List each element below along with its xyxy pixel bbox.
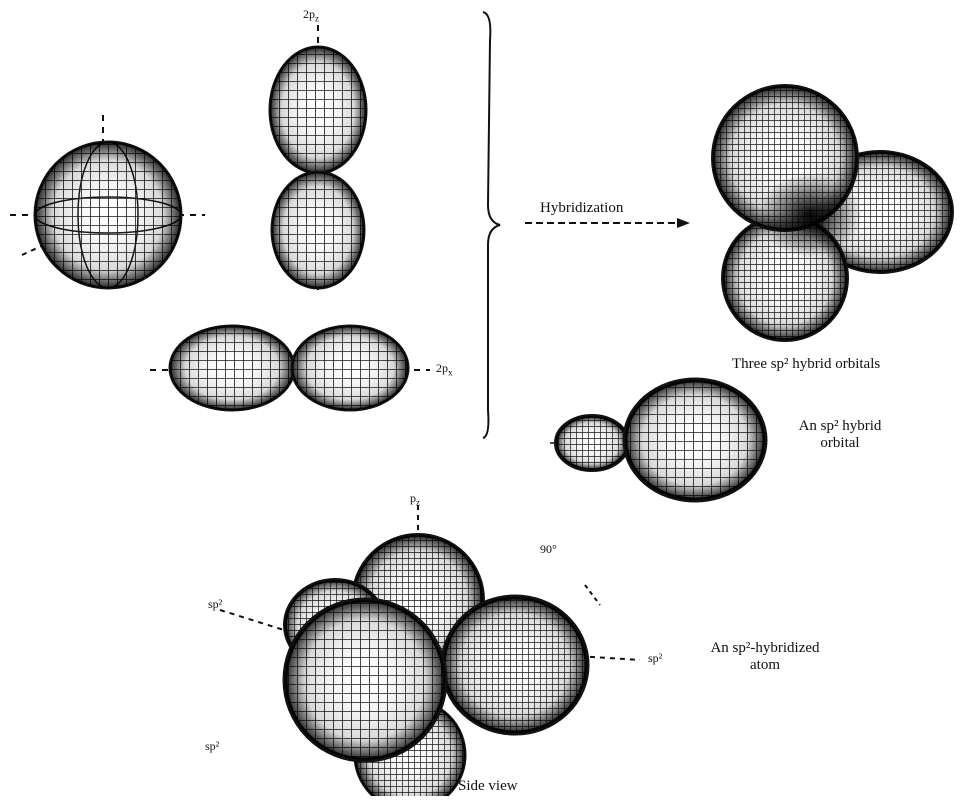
label-2pz: 2pz	[303, 7, 319, 24]
px-orbital	[150, 324, 430, 412]
hybridized-atom-caption-line2: atom	[750, 657, 780, 674]
pz-orbital	[268, 25, 368, 290]
single-sp2-caption: An sp² hybrid orbital	[785, 418, 895, 453]
single-sp2-orbital	[550, 377, 770, 503]
label-sp2-lower: sp²	[205, 739, 220, 753]
single-sp2-caption-line2: orbital	[820, 435, 860, 452]
sp2-hybridized-atom	[219, 505, 641, 800]
hybridized-atom-caption: An sp²-hybridized atom	[685, 640, 845, 675]
label-sp2-right: sp²	[648, 651, 663, 665]
three-sp2-caption: Three sp² hybrid orbitals	[732, 356, 881, 372]
label-90: 90°	[540, 542, 557, 556]
hybridization-arrow	[525, 218, 690, 228]
three-sp2-orbitals	[711, 84, 954, 342]
hybridized-atom-caption-line1: An sp²-hybridized	[710, 640, 820, 656]
side-view-caption: Side view	[458, 778, 518, 794]
single-sp2-caption-line1: An sp² hybrid	[798, 418, 882, 434]
label-bottom-pz: pz	[410, 491, 420, 508]
grouping-bracket	[482, 11, 501, 439]
label-2px: 2px	[436, 361, 453, 378]
hybridization-label: Hybridization	[540, 200, 624, 216]
label-sp2-left: sp²	[208, 597, 223, 611]
s-orbital-sphere	[10, 115, 205, 290]
